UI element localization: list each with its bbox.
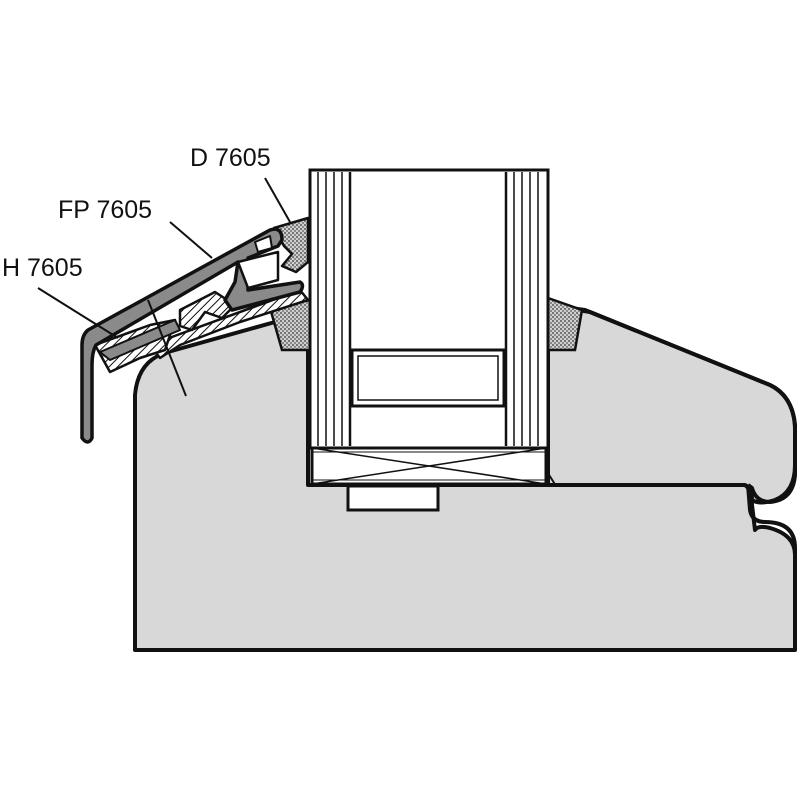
cover-profile-channel	[236, 250, 280, 290]
leader-fp-section	[147, 299, 187, 397]
setting-block	[310, 446, 557, 487]
cover-profile-slot	[254, 235, 273, 253]
frame-right-edge	[547, 303, 797, 504]
glazing-unit	[308, 168, 550, 450]
leader-d7605	[264, 177, 291, 223]
right-glazing-gasket	[546, 296, 584, 352]
leader-fp7605	[169, 221, 213, 259]
drainage-block	[346, 484, 440, 512]
frame-lower-groove	[746, 484, 797, 650]
label-d7605: D 7605	[190, 144, 271, 172]
hatched-clip	[178, 290, 237, 332]
leader-h7605	[37, 287, 119, 339]
label-h7605: H 7605	[2, 254, 83, 282]
label-fp7605: FP 7605	[58, 196, 152, 224]
glazing-bead-d7605	[272, 216, 310, 274]
